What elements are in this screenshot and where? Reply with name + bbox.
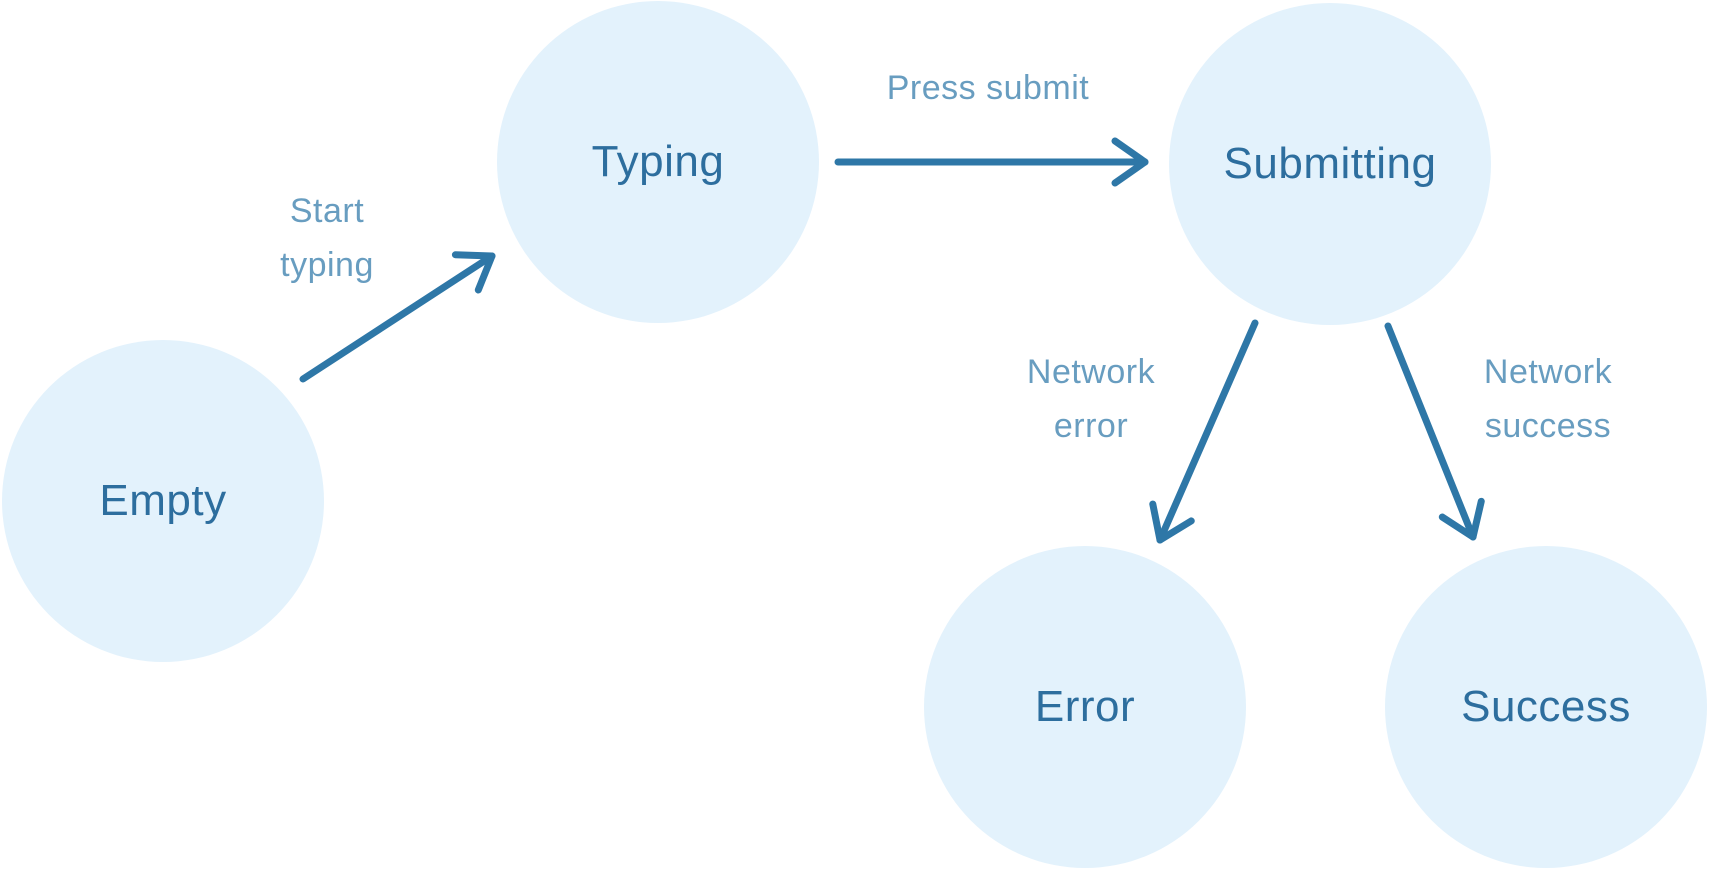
state-node-empty: Empty (2, 340, 324, 662)
edge-submitting-success-arrow (1384, 322, 1485, 541)
edge-label-line: typing (280, 246, 374, 284)
edge-label-network-error: Network error (1027, 345, 1155, 453)
edge-label-line: Network (1026, 353, 1156, 391)
edge-label-line: Press submit (886, 69, 1090, 107)
edge-label-line: success (1484, 407, 1612, 445)
edge-label-line: Start (289, 192, 365, 230)
state-node-typing: Typing (497, 1, 819, 323)
state-node-submitting: Submitting (1169, 3, 1491, 325)
edge-label-press-submit: Press submit (887, 61, 1090, 115)
state-label-empty: Empty (99, 476, 227, 525)
state-label-typing: Typing (591, 137, 725, 186)
edge-label-line: Network (1483, 353, 1613, 391)
edge-label-line: error (1053, 407, 1129, 445)
state-node-success: Success (1385, 546, 1707, 868)
state-node-error: Error (924, 546, 1246, 868)
state-label-success: Success (1461, 682, 1631, 731)
state-label-error: Error (1034, 682, 1136, 731)
edge-submitting-error-arrow (1149, 319, 1259, 544)
state-label-submitting: Submitting (1223, 139, 1437, 188)
edge-label-start-typing: Start typing (280, 184, 374, 292)
edge-label-network-success: Network success (1484, 345, 1612, 453)
